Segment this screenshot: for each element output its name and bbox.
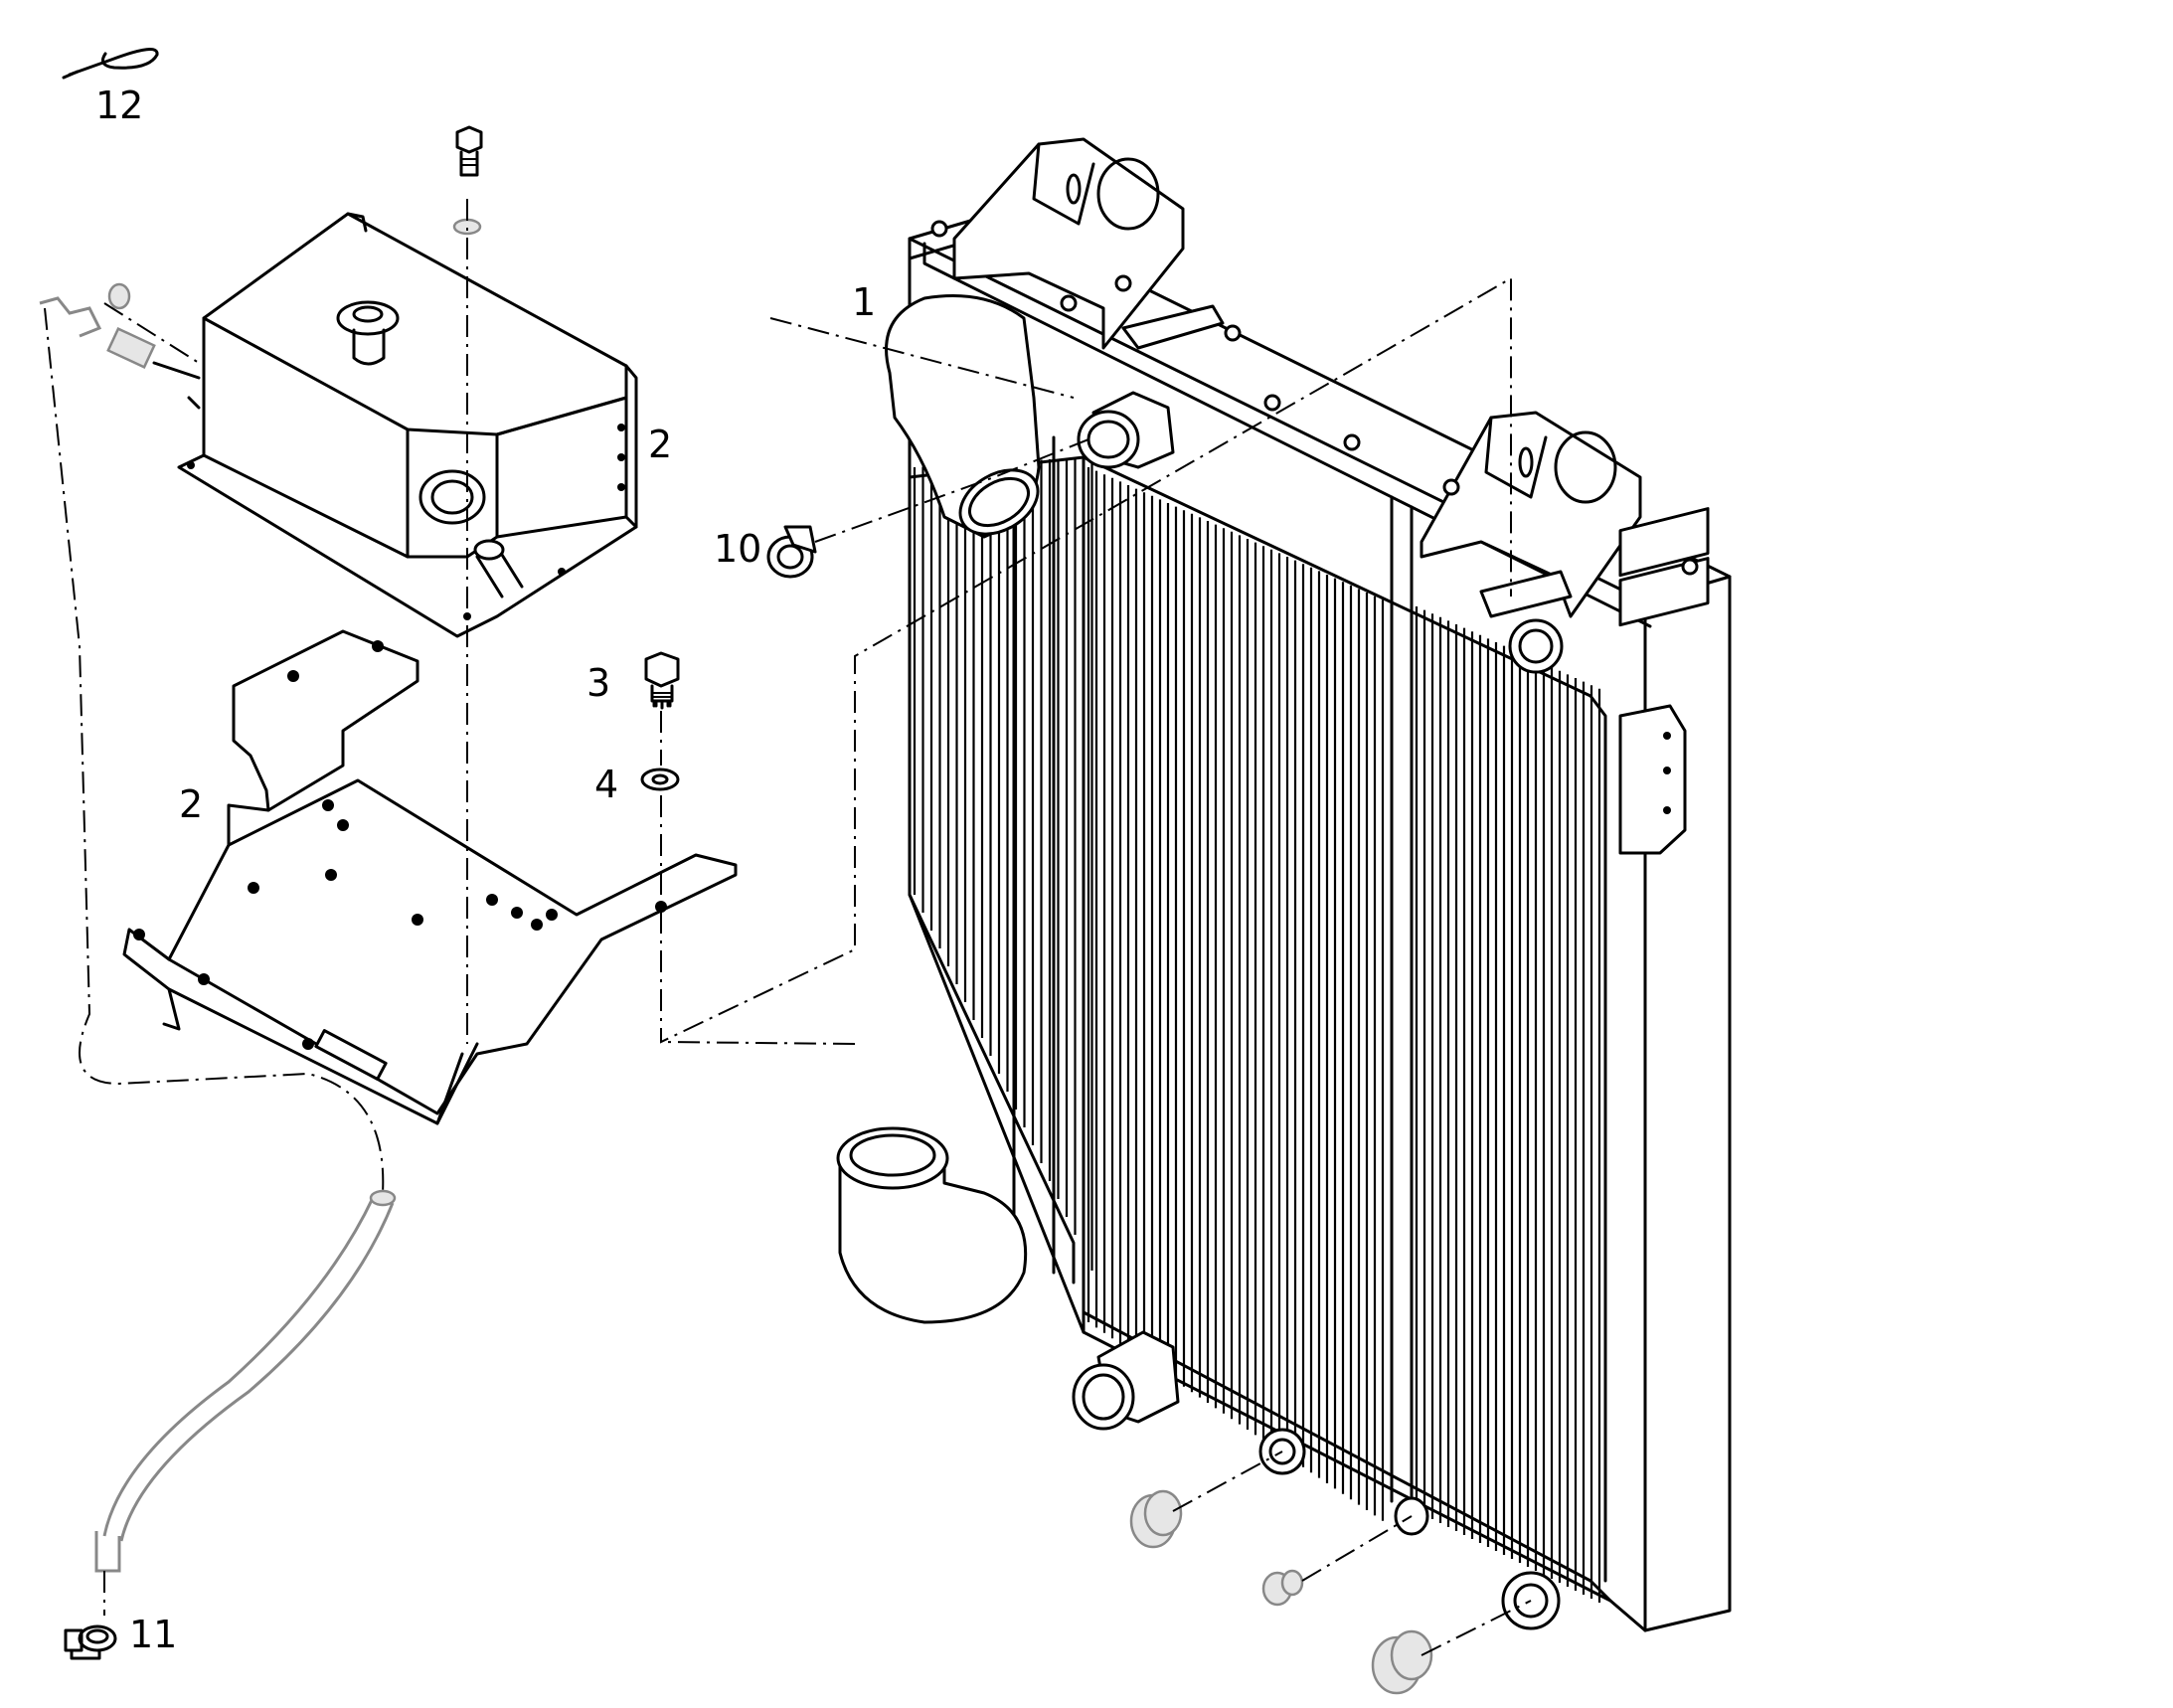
radiator-assembly-part-1 [836,137,1732,1632]
rail-bolt [1343,433,1361,451]
callout-10: 10 [714,527,762,571]
callout-2-bracket: 2 [179,782,204,826]
callout-4: 4 [594,763,619,806]
mounting-bracket-part-2 [122,629,738,1125]
rail-bolt [1681,558,1699,576]
upper-mount-left [952,137,1225,350]
side-label-plate-1 [1618,507,1710,578]
callout-11: 11 [129,1613,178,1656]
rail-bolt [1224,324,1242,342]
top-bolt [452,125,483,236]
washer-part-4 [640,768,680,791]
rail-bolt [930,220,948,238]
cable-tie-part-12 [62,48,159,80]
bolt-part-3 [644,651,680,710]
upper-mount-right [1420,411,1642,618]
drain-plug-fittings [1129,1489,1433,1695]
hose-clamp-part-11 [64,1624,117,1660]
lower-coolant-port [1072,1330,1180,1431]
expansion-tank-part-2 [177,212,638,638]
assembly-center-lines [44,199,1532,1656]
hose-line [94,1189,397,1573]
rail-bolt [1263,394,1281,412]
charge-air-inlet-elbow [885,294,1041,539]
side-bracket [1618,704,1687,855]
callout-3: 3 [586,661,611,705]
radiator-core-fins [913,456,1601,1603]
rail-bolt [1060,294,1078,312]
level-sensor-fittings [39,282,201,410]
callout-1: 1 [852,280,877,324]
hose-clamp-part-10 [766,525,817,579]
rail-bolt [1442,478,1460,496]
callout-12: 12 [95,84,144,127]
charge-air-outlet-elbow [836,1126,1028,1324]
side-label-plate-2 [1618,557,1710,627]
right-upper-port [1508,618,1564,674]
rail-bolt [1114,274,1132,292]
upper-coolant-port [1077,391,1175,469]
callout-2-tank: 2 [648,423,673,466]
top-rail-bolts [930,220,1699,576]
